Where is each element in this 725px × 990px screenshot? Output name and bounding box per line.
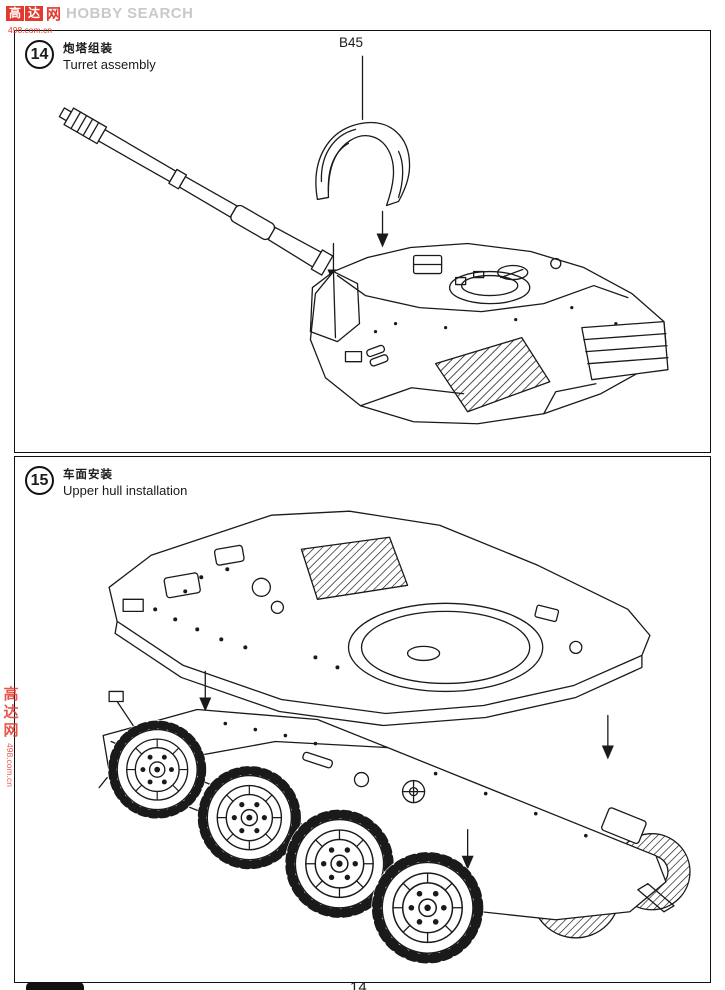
next-step-fragment xyxy=(26,982,84,990)
assembly-arrow-icon xyxy=(199,670,212,712)
turret-body-drawing xyxy=(309,242,669,425)
side-watermark-url: 498.com.cn xyxy=(5,743,15,787)
road-wheel xyxy=(108,720,207,819)
assembly-arrow-icon xyxy=(601,714,614,760)
watermark-brand-en: HOBBY SEARCH xyxy=(66,5,194,22)
step-title-en: Turret assembly xyxy=(63,57,156,72)
step-header: 15 车面安装 Upper hull installation xyxy=(25,466,187,498)
step-panel-upper-hull-installation: 15 车面安装 Upper hull installation xyxy=(14,456,711,983)
upper-hull-part-drawing xyxy=(108,510,651,727)
step-number-badge: 14 xyxy=(25,40,54,69)
watermark-url: 498.com.cn xyxy=(8,25,52,35)
road-wheel xyxy=(371,852,483,964)
hobby-search-watermark: 高 达 网 HOBBY SEARCH 498.com.cn xyxy=(6,3,193,35)
watermark-char-1: 高 xyxy=(6,5,25,22)
step-number-badge: 15 xyxy=(25,466,54,495)
watermark-char-3: 网 xyxy=(46,6,62,23)
watermark-char-2: 达 xyxy=(25,5,44,22)
assembly-arrow-icon xyxy=(461,829,474,870)
page-number: 14 xyxy=(350,979,367,990)
side-watermark-text: 高达网 xyxy=(1,686,19,740)
side-watermark: 高达网 498.com.cn xyxy=(1,686,19,787)
part-b45-drawing xyxy=(315,121,411,207)
gun-barrel-drawing xyxy=(58,107,334,276)
part-label-b45: B45 xyxy=(337,35,366,50)
step-panel-turret-assembly: 14 炮塔组装 Turret assembly B45 xyxy=(14,30,711,453)
step-header: 14 炮塔组装 Turret assembly xyxy=(25,40,156,72)
step-title-en: Upper hull installation xyxy=(63,483,188,498)
step-title-cn: 炮塔组装 xyxy=(63,43,113,55)
upper-hull-installation-diagram xyxy=(98,510,691,982)
step-title-cn: 车面安装 xyxy=(63,469,113,481)
assembly-arrow-icon xyxy=(376,210,389,248)
turret-assembly-diagram xyxy=(58,55,669,425)
